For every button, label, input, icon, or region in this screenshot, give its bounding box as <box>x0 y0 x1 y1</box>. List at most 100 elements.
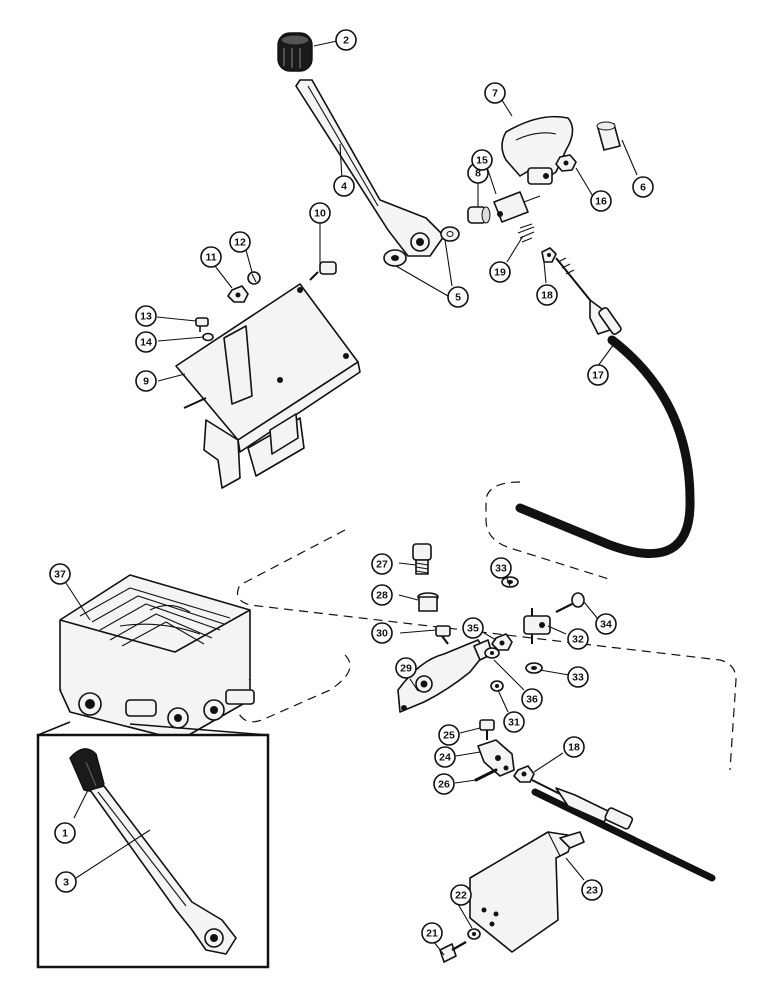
callout-number: 1 <box>62 828 68 840</box>
bushing-28 <box>417 592 439 612</box>
bracket-23 <box>469 831 585 953</box>
callout-circle <box>447 286 469 308</box>
callout-number: 5 <box>455 292 461 304</box>
shift-gate <box>501 115 574 185</box>
callout-circle <box>536 284 558 306</box>
clip-26 <box>474 768 498 782</box>
callout-1: 1 <box>54 822 76 844</box>
nut-35 <box>491 633 513 651</box>
bolt-30 <box>435 625 451 645</box>
washers <box>383 226 460 267</box>
washer-33-lower <box>525 662 543 674</box>
dashed-group-outline-valve <box>237 654 351 723</box>
callout-number: 27 <box>376 559 388 571</box>
callout-33b: 33 <box>567 666 589 688</box>
callout-number: 33 <box>572 672 584 684</box>
screw-25 <box>479 719 495 740</box>
callout-14: 14 <box>135 331 157 353</box>
callout-33a: 33 <box>490 557 512 579</box>
callout-circle <box>135 370 157 392</box>
callout-number: 26 <box>438 779 450 791</box>
callout-12: 12 <box>229 231 251 253</box>
washer-14 <box>202 332 214 342</box>
callout-27: 27 <box>371 553 393 575</box>
callout-18a: 18 <box>536 284 558 306</box>
nut-18-upper <box>541 247 557 263</box>
callout-7: 7 <box>484 82 506 104</box>
callout-11: 11 <box>200 246 222 268</box>
callout-number: 36 <box>526 694 538 706</box>
callout-circle <box>433 773 455 795</box>
callout-number: 37 <box>54 569 66 581</box>
callout-circle <box>438 724 460 746</box>
callout-circle <box>595 613 617 635</box>
callout-circle <box>450 884 472 906</box>
callout-circle <box>371 553 393 575</box>
callout-number: 12 <box>234 237 246 249</box>
control-cable <box>515 257 716 882</box>
callout-circle <box>521 688 543 710</box>
callout-circle <box>632 176 654 198</box>
callout-circle <box>395 657 417 679</box>
callout-circle <box>54 822 76 844</box>
callout-circle <box>567 628 589 650</box>
callout-number: 18 <box>568 742 580 754</box>
callout-13: 13 <box>135 305 157 327</box>
callout-28: 28 <box>371 584 393 606</box>
callout-number: 31 <box>508 717 520 729</box>
bolt-10 <box>309 261 337 281</box>
callout-34: 34 <box>595 613 617 635</box>
callout-3: 3 <box>55 871 77 893</box>
callout-2: 2 <box>335 29 357 51</box>
dashed-group-outline-cable <box>485 481 613 581</box>
inset-knob <box>69 748 105 792</box>
inset-detail-box <box>36 721 270 969</box>
callout-5: 5 <box>447 286 469 308</box>
callout-number: 29 <box>400 663 412 675</box>
callout-16: 16 <box>590 190 612 212</box>
callout-number: 25 <box>443 730 455 742</box>
swivel-32 <box>523 608 551 644</box>
callout-number: 2 <box>343 35 349 47</box>
callout-19: 19 <box>489 261 511 283</box>
nut-18-lower <box>513 765 535 783</box>
callout-25: 25 <box>438 724 460 746</box>
callout-circle <box>567 666 589 688</box>
callout-30: 30 <box>371 622 393 644</box>
callout-4: 4 <box>333 175 355 197</box>
callout-circle <box>421 922 443 944</box>
callout-6: 6 <box>632 176 654 198</box>
callout-number: 19 <box>494 267 506 279</box>
callout-number: 7 <box>492 88 498 100</box>
callout-18b: 18 <box>563 736 585 758</box>
dashed-group-outline-lower <box>237 529 737 771</box>
callout-circle <box>309 202 331 224</box>
callout-number: 35 <box>467 623 479 635</box>
callout-35: 35 <box>462 617 484 639</box>
callout-circle <box>489 261 511 283</box>
callout-circle <box>135 305 157 327</box>
washer-33-upper <box>501 576 519 588</box>
callout-circle <box>200 246 222 268</box>
callout-circle <box>471 149 493 171</box>
callout-number: 6 <box>640 182 646 194</box>
callout-number: 10 <box>314 208 326 220</box>
callout-21: 21 <box>421 922 443 944</box>
callout-circle <box>462 617 484 639</box>
lockwasher-12 <box>247 271 261 285</box>
callout-36: 36 <box>521 688 543 710</box>
bolt-34 <box>555 592 585 613</box>
clevis-24 <box>477 739 515 777</box>
callout-circle <box>581 879 603 901</box>
callout-circle <box>590 190 612 212</box>
nut-31 <box>490 680 504 692</box>
callout-23: 23 <box>581 879 603 901</box>
shift-lever <box>295 79 445 257</box>
callout-number: 24 <box>439 752 451 764</box>
callout-number: 21 <box>426 928 438 940</box>
callout-number: 16 <box>595 196 607 208</box>
callout-number: 3 <box>63 877 69 889</box>
callout-number: 28 <box>376 590 388 602</box>
callout-number: 32 <box>572 634 584 646</box>
